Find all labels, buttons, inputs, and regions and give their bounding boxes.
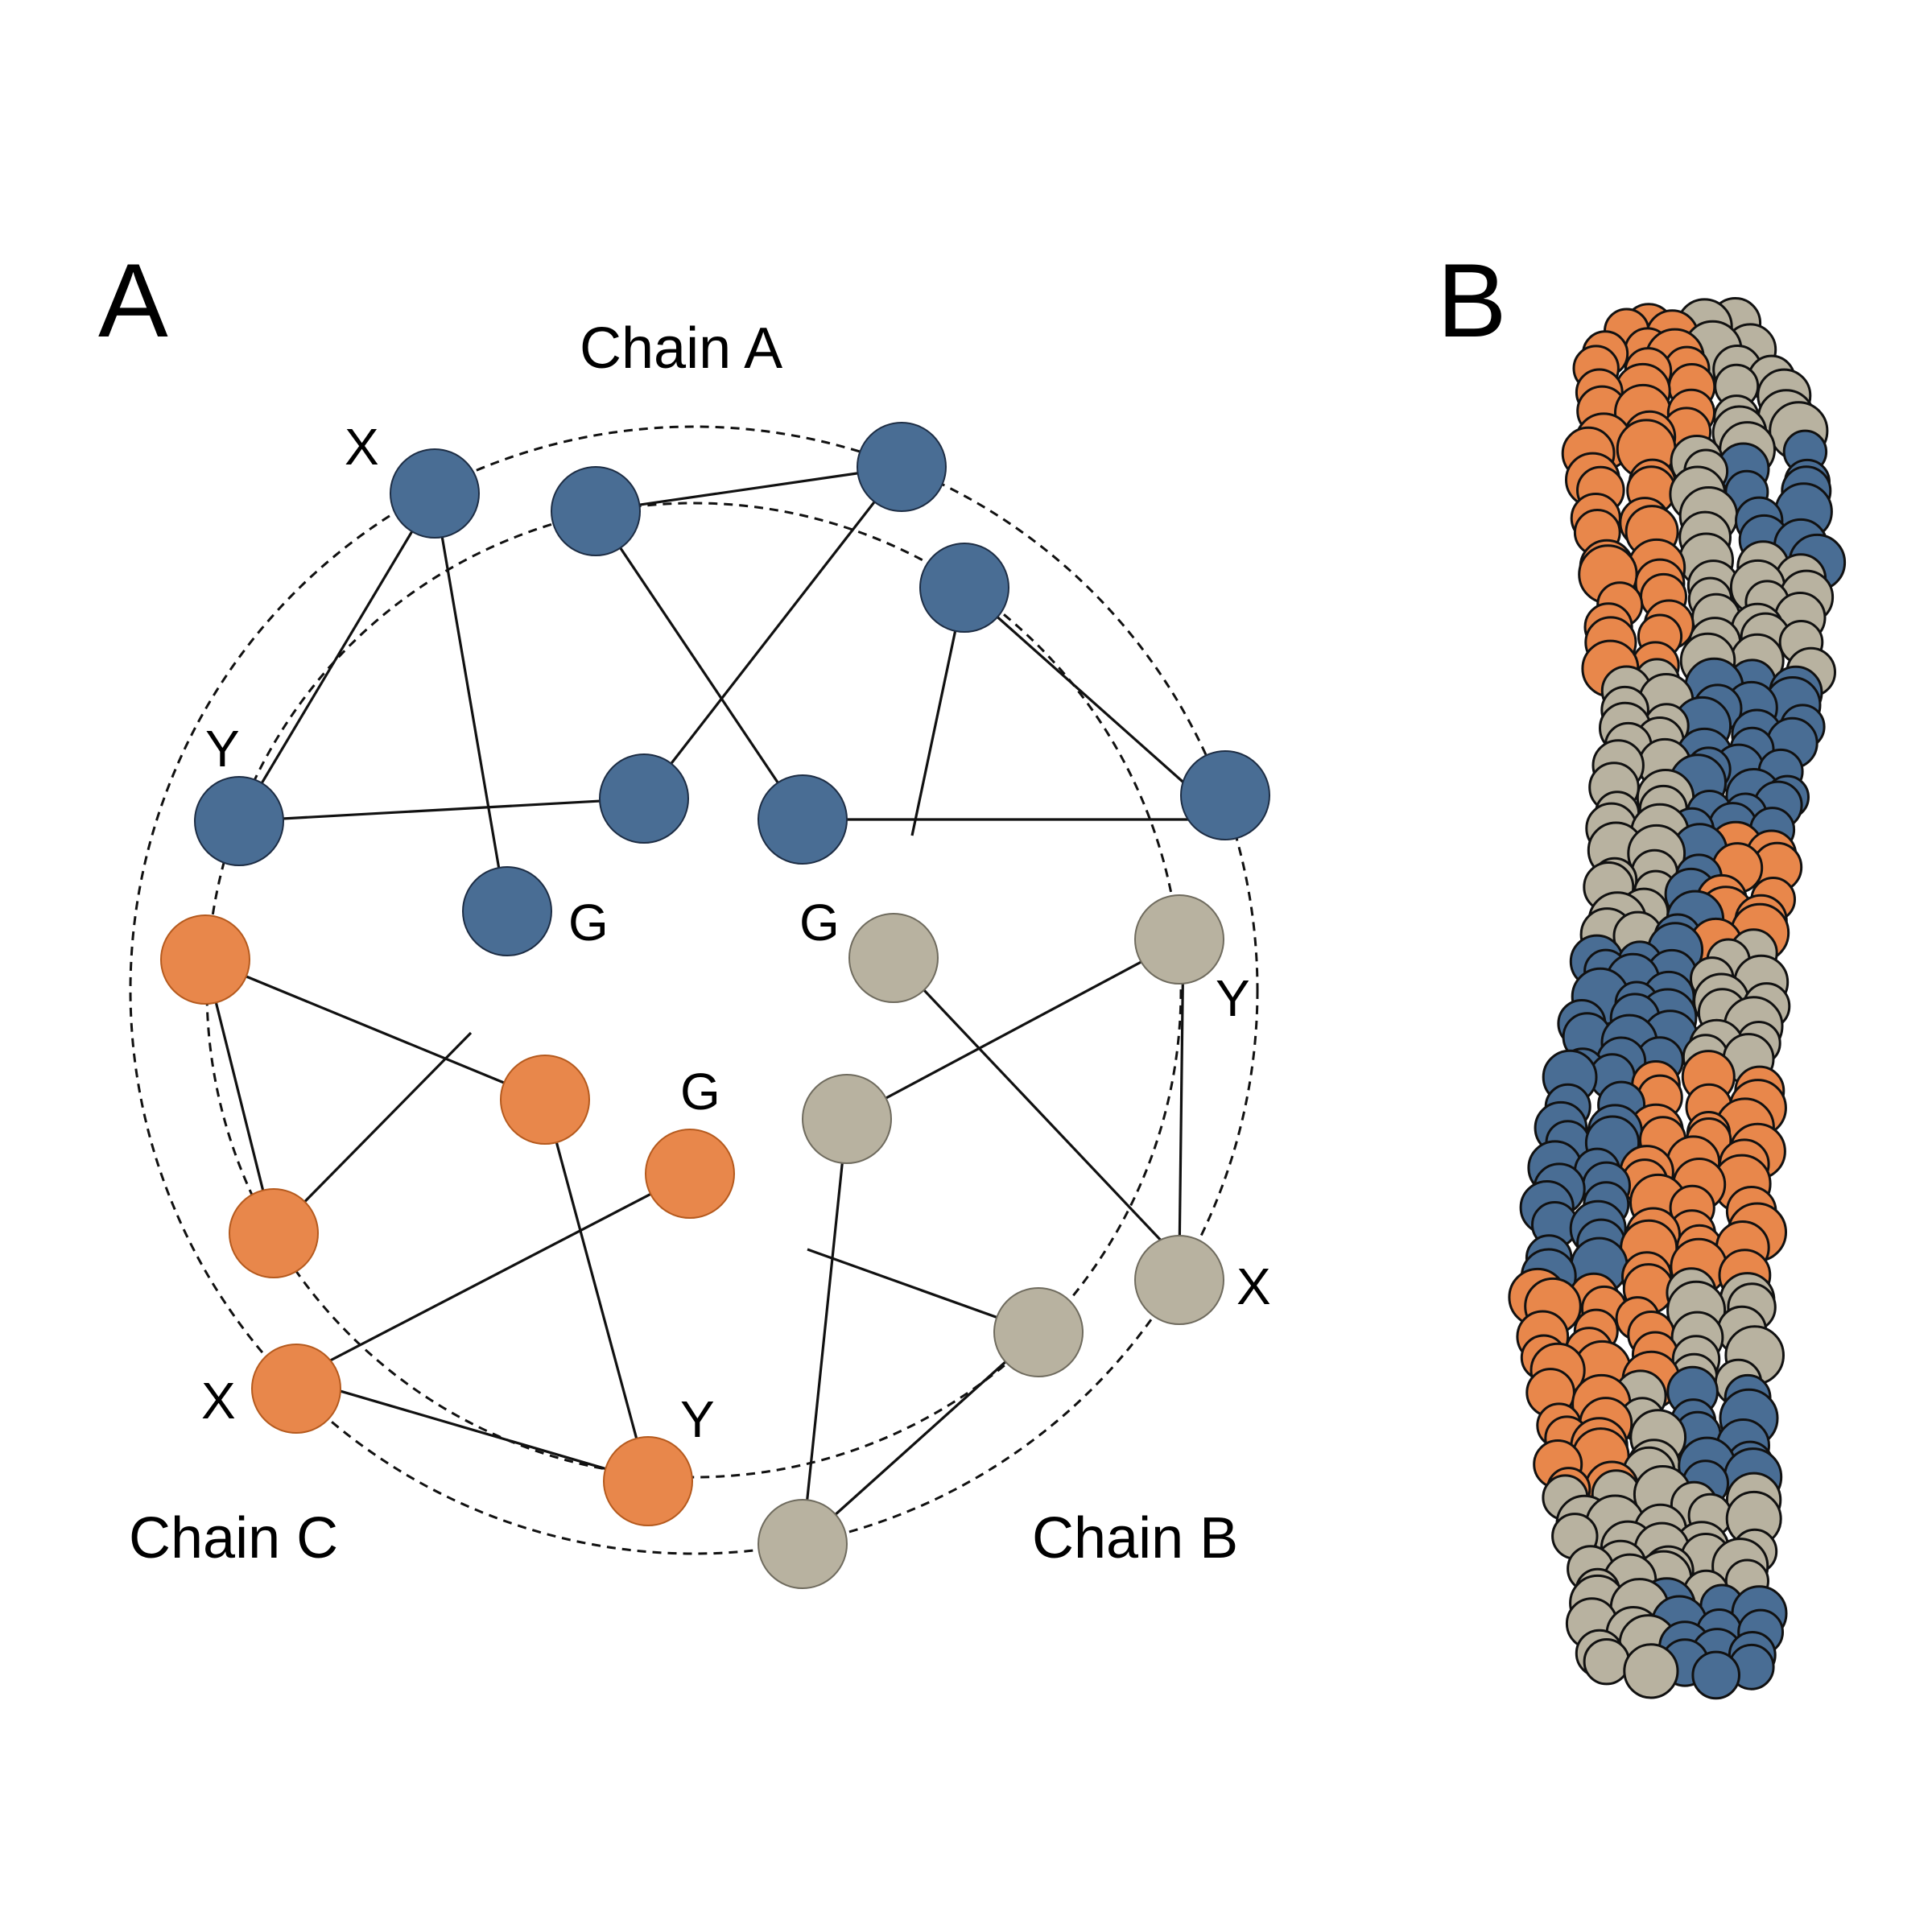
bond	[204, 958, 546, 1101]
outer-guide-circle	[129, 425, 1259, 1555]
residue-node	[194, 776, 284, 866]
bond	[594, 510, 804, 820]
residue-node	[758, 774, 848, 865]
bond	[238, 797, 645, 823]
residue-label-chain-c-x: X	[201, 1372, 236, 1430]
residue-node	[599, 753, 689, 844]
residue-node	[1134, 1235, 1224, 1325]
residue-node	[500, 1055, 590, 1145]
bond	[433, 493, 501, 870]
bond	[204, 959, 275, 1234]
bond	[295, 1377, 649, 1483]
residue-labels: X Y G G Y X G X Y	[201, 418, 1271, 1448]
residue-node	[251, 1344, 341, 1434]
residue-label-chain-b-y: Y	[1216, 969, 1250, 1027]
chain-a-label: Chain A	[580, 316, 782, 381]
panel-letter-b: B	[1437, 242, 1507, 359]
bond	[272, 1031, 473, 1235]
bond	[295, 1172, 691, 1380]
residue-node	[919, 543, 1009, 633]
panel-b: B	[1437, 242, 1847, 1700]
residue-node	[758, 1499, 848, 1589]
residue-label-chain-a-y: Y	[205, 720, 240, 778]
panel-letter-a: A	[98, 242, 168, 359]
bond	[1178, 939, 1185, 1261]
residue-node	[1180, 750, 1270, 840]
residue-label-chain-c-g: G	[680, 1063, 720, 1121]
chain-b-label: Chain B	[1032, 1506, 1238, 1571]
residue-label-chain-c-y: Y	[680, 1390, 715, 1448]
chain-b-residues	[758, 894, 1224, 1589]
residue-node	[1134, 894, 1224, 985]
triple-helix-model	[1508, 297, 1847, 1700]
helix-bead-chain-a	[1691, 1650, 1740, 1700]
residue-label-chain-a-g: G	[568, 894, 609, 952]
bond	[801, 1331, 1040, 1546]
residue-node	[848, 913, 939, 1003]
bond	[801, 1118, 848, 1545]
bond	[892, 956, 1181, 1261]
residue-node	[462, 866, 552, 956]
residue-bonds	[204, 465, 1227, 1546]
chain-c-residues	[160, 914, 735, 1526]
chain-a-residues	[194, 422, 1270, 956]
residue-node	[603, 1436, 693, 1526]
residue-label-chain-b-x: X	[1236, 1257, 1271, 1315]
panel-a: A Chain A Chain C Chain B	[98, 242, 1271, 1589]
residue-node	[551, 466, 641, 556]
residue-label-chain-a-x: X	[345, 418, 379, 476]
chain-c-label: Chain C	[129, 1506, 338, 1571]
residue-node	[993, 1287, 1084, 1377]
bond	[237, 493, 436, 822]
helix-bead-chain-b	[1623, 1643, 1679, 1699]
residue-node	[390, 448, 480, 539]
residue-node	[857, 422, 947, 512]
residue-node	[160, 914, 250, 1005]
bond	[963, 586, 1227, 821]
bond	[543, 1099, 650, 1482]
bond	[642, 466, 903, 799]
residue-node	[802, 1074, 892, 1164]
residue-node	[645, 1129, 735, 1219]
residue-label-chain-b-g: G	[799, 894, 840, 952]
helix-bead-chain-b	[1583, 1638, 1631, 1686]
residue-node	[229, 1188, 319, 1278]
bond	[846, 938, 1184, 1121]
bond	[595, 465, 902, 513]
